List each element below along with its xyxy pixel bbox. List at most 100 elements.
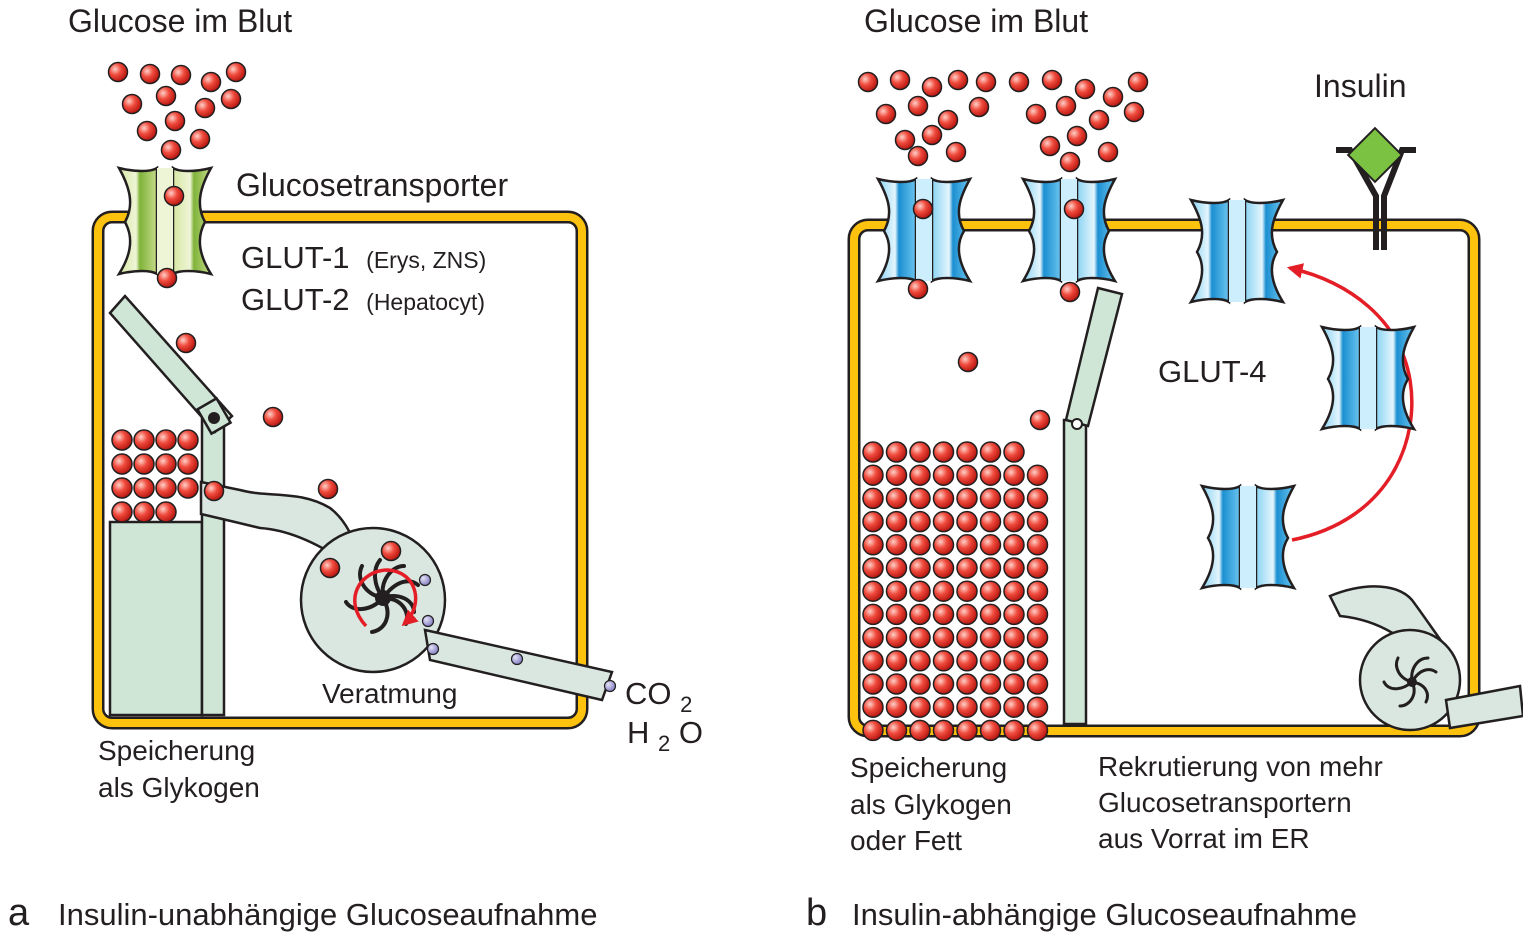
glucose-molecule: [1003, 441, 1025, 463]
glucose-molecule: [155, 85, 177, 107]
glucose-transporter-green: [116, 165, 214, 277]
glucose-molecule: [885, 719, 908, 742]
glucose-molecule: [909, 719, 931, 742]
glucose-molecule: [111, 429, 133, 451]
glucose-molecule: [885, 626, 908, 649]
insulin-label: Insulin: [1314, 68, 1407, 104]
glucose-molecule: [862, 557, 884, 579]
glucose-molecule: [909, 557, 931, 579]
respiration-label: Veratmung: [322, 678, 457, 709]
storage-label-b-3: oder Fett: [850, 825, 962, 856]
glucose-molecule: [156, 267, 178, 289]
glucose-molecule: [862, 580, 884, 602]
glucose-molecule: [912, 198, 934, 220]
glucose-molecule: [1029, 409, 1051, 431]
glucose-molecule: [932, 650, 955, 672]
glucose-molecule: [975, 71, 997, 93]
glucose-molecule: [1123, 101, 1145, 123]
storage-label-a-1: Speicherung: [98, 735, 255, 766]
glucose-molecule: [909, 441, 931, 463]
glucose-molecule: [885, 464, 908, 486]
glucose-molecule: [862, 534, 884, 556]
pivot-a: [208, 412, 220, 424]
glucose-molecule: [136, 120, 158, 142]
glucose-molecule: [862, 650, 884, 672]
glucose-molecule: [1026, 464, 1049, 486]
glucose-molecule: [979, 487, 1002, 510]
glut4-membrane-1: [875, 176, 973, 284]
glucose-molecule: [909, 650, 931, 672]
glucose-molecule: [121, 93, 143, 115]
recruit-label-3: aus Vorrat im ER: [1098, 823, 1310, 854]
glucose-molecule: [111, 477, 133, 499]
glucose-molecule: [1066, 125, 1088, 147]
glucose-molecule: [885, 673, 908, 695]
glucose-molecule: [1003, 696, 1025, 718]
glucose-molecule: [907, 145, 929, 167]
glucose-molecule: [932, 441, 955, 463]
transporter-label: Glucosetransporter: [236, 167, 508, 203]
glucose-molecule: [189, 128, 211, 150]
glucose-molecule: [875, 103, 897, 125]
caption-letter-b: b: [806, 892, 827, 934]
glucose-molecule: [885, 534, 908, 556]
glucose-molecule: [979, 557, 1002, 579]
glucose-molecule: [1026, 603, 1049, 626]
glucose-molecule: [909, 696, 931, 718]
glucose-molecule: [1026, 557, 1049, 579]
glucose-molecule: [921, 76, 943, 98]
glucose-molecule: [885, 603, 908, 626]
glucose-molecule: [979, 650, 1002, 672]
glut4-vesicle-1: [1319, 324, 1417, 432]
glucose-molecule: [909, 534, 931, 556]
glucose-molecule: [979, 580, 1002, 602]
glucose-molecule: [932, 487, 955, 510]
glucose-molecule: [885, 650, 908, 672]
glucose-molecule: [885, 696, 908, 718]
glucose-molecule: [1003, 464, 1025, 486]
recruit-label-1: Rekrutierung von mehr: [1098, 751, 1383, 782]
glucose-molecule: [889, 69, 911, 91]
glucose-molecule: [1026, 696, 1049, 718]
h2o-o: O: [679, 715, 703, 750]
glucose-molecule: [885, 441, 908, 463]
glucose-molecule: [200, 71, 222, 93]
glut4-membrane-3: [1188, 197, 1286, 305]
glucose-molecule: [155, 477, 177, 499]
glucose-molecule: [932, 719, 955, 742]
glucose-molecule: [133, 429, 155, 451]
glucose-molecule: [932, 534, 955, 556]
enzyme-center-a: [375, 590, 391, 606]
glucose-molecule: [1003, 650, 1025, 672]
glut2-note: (Hepatocyt): [366, 289, 485, 315]
glucose-molecule: [1003, 510, 1025, 533]
glucose-molecule: [220, 88, 242, 110]
glucose-molecule: [894, 129, 916, 151]
glucose-molecule: [1059, 151, 1081, 173]
glut4-label: GLUT-4: [1158, 354, 1267, 389]
glucose-molecule: [319, 557, 341, 579]
glucose-molecule: [862, 719, 884, 742]
glucose-molecule: [932, 510, 955, 533]
glucose-molecule: [1003, 719, 1025, 742]
storage-label-b-1: Speicherung: [850, 752, 1007, 783]
glucose-molecule: [175, 332, 197, 354]
storage-pipe-b: [1062, 418, 1088, 726]
glucose-molecule: [862, 510, 884, 533]
glucose-molecule: [979, 696, 1002, 718]
glucose-molecule: [155, 501, 177, 523]
glucose-molecule: [956, 719, 978, 742]
glucose-molecule: [1059, 281, 1081, 303]
glucose-molecule: [1026, 626, 1049, 649]
glucose-molecule: [857, 71, 879, 93]
glucose-molecule: [956, 603, 978, 626]
caption-text-a: Insulin-unabhängige Glucoseaufnahme: [58, 897, 597, 932]
pivot-b: [1071, 418, 1083, 430]
glucose-molecule: [979, 464, 1002, 486]
glucose-molecule: [979, 603, 1002, 626]
glucose-molecule: [885, 580, 908, 602]
glucose-molecule: [956, 464, 978, 486]
glucose-molecule: [909, 464, 931, 486]
glucose-molecule: [177, 453, 199, 475]
recruitment-arrow: [1286, 263, 1414, 542]
